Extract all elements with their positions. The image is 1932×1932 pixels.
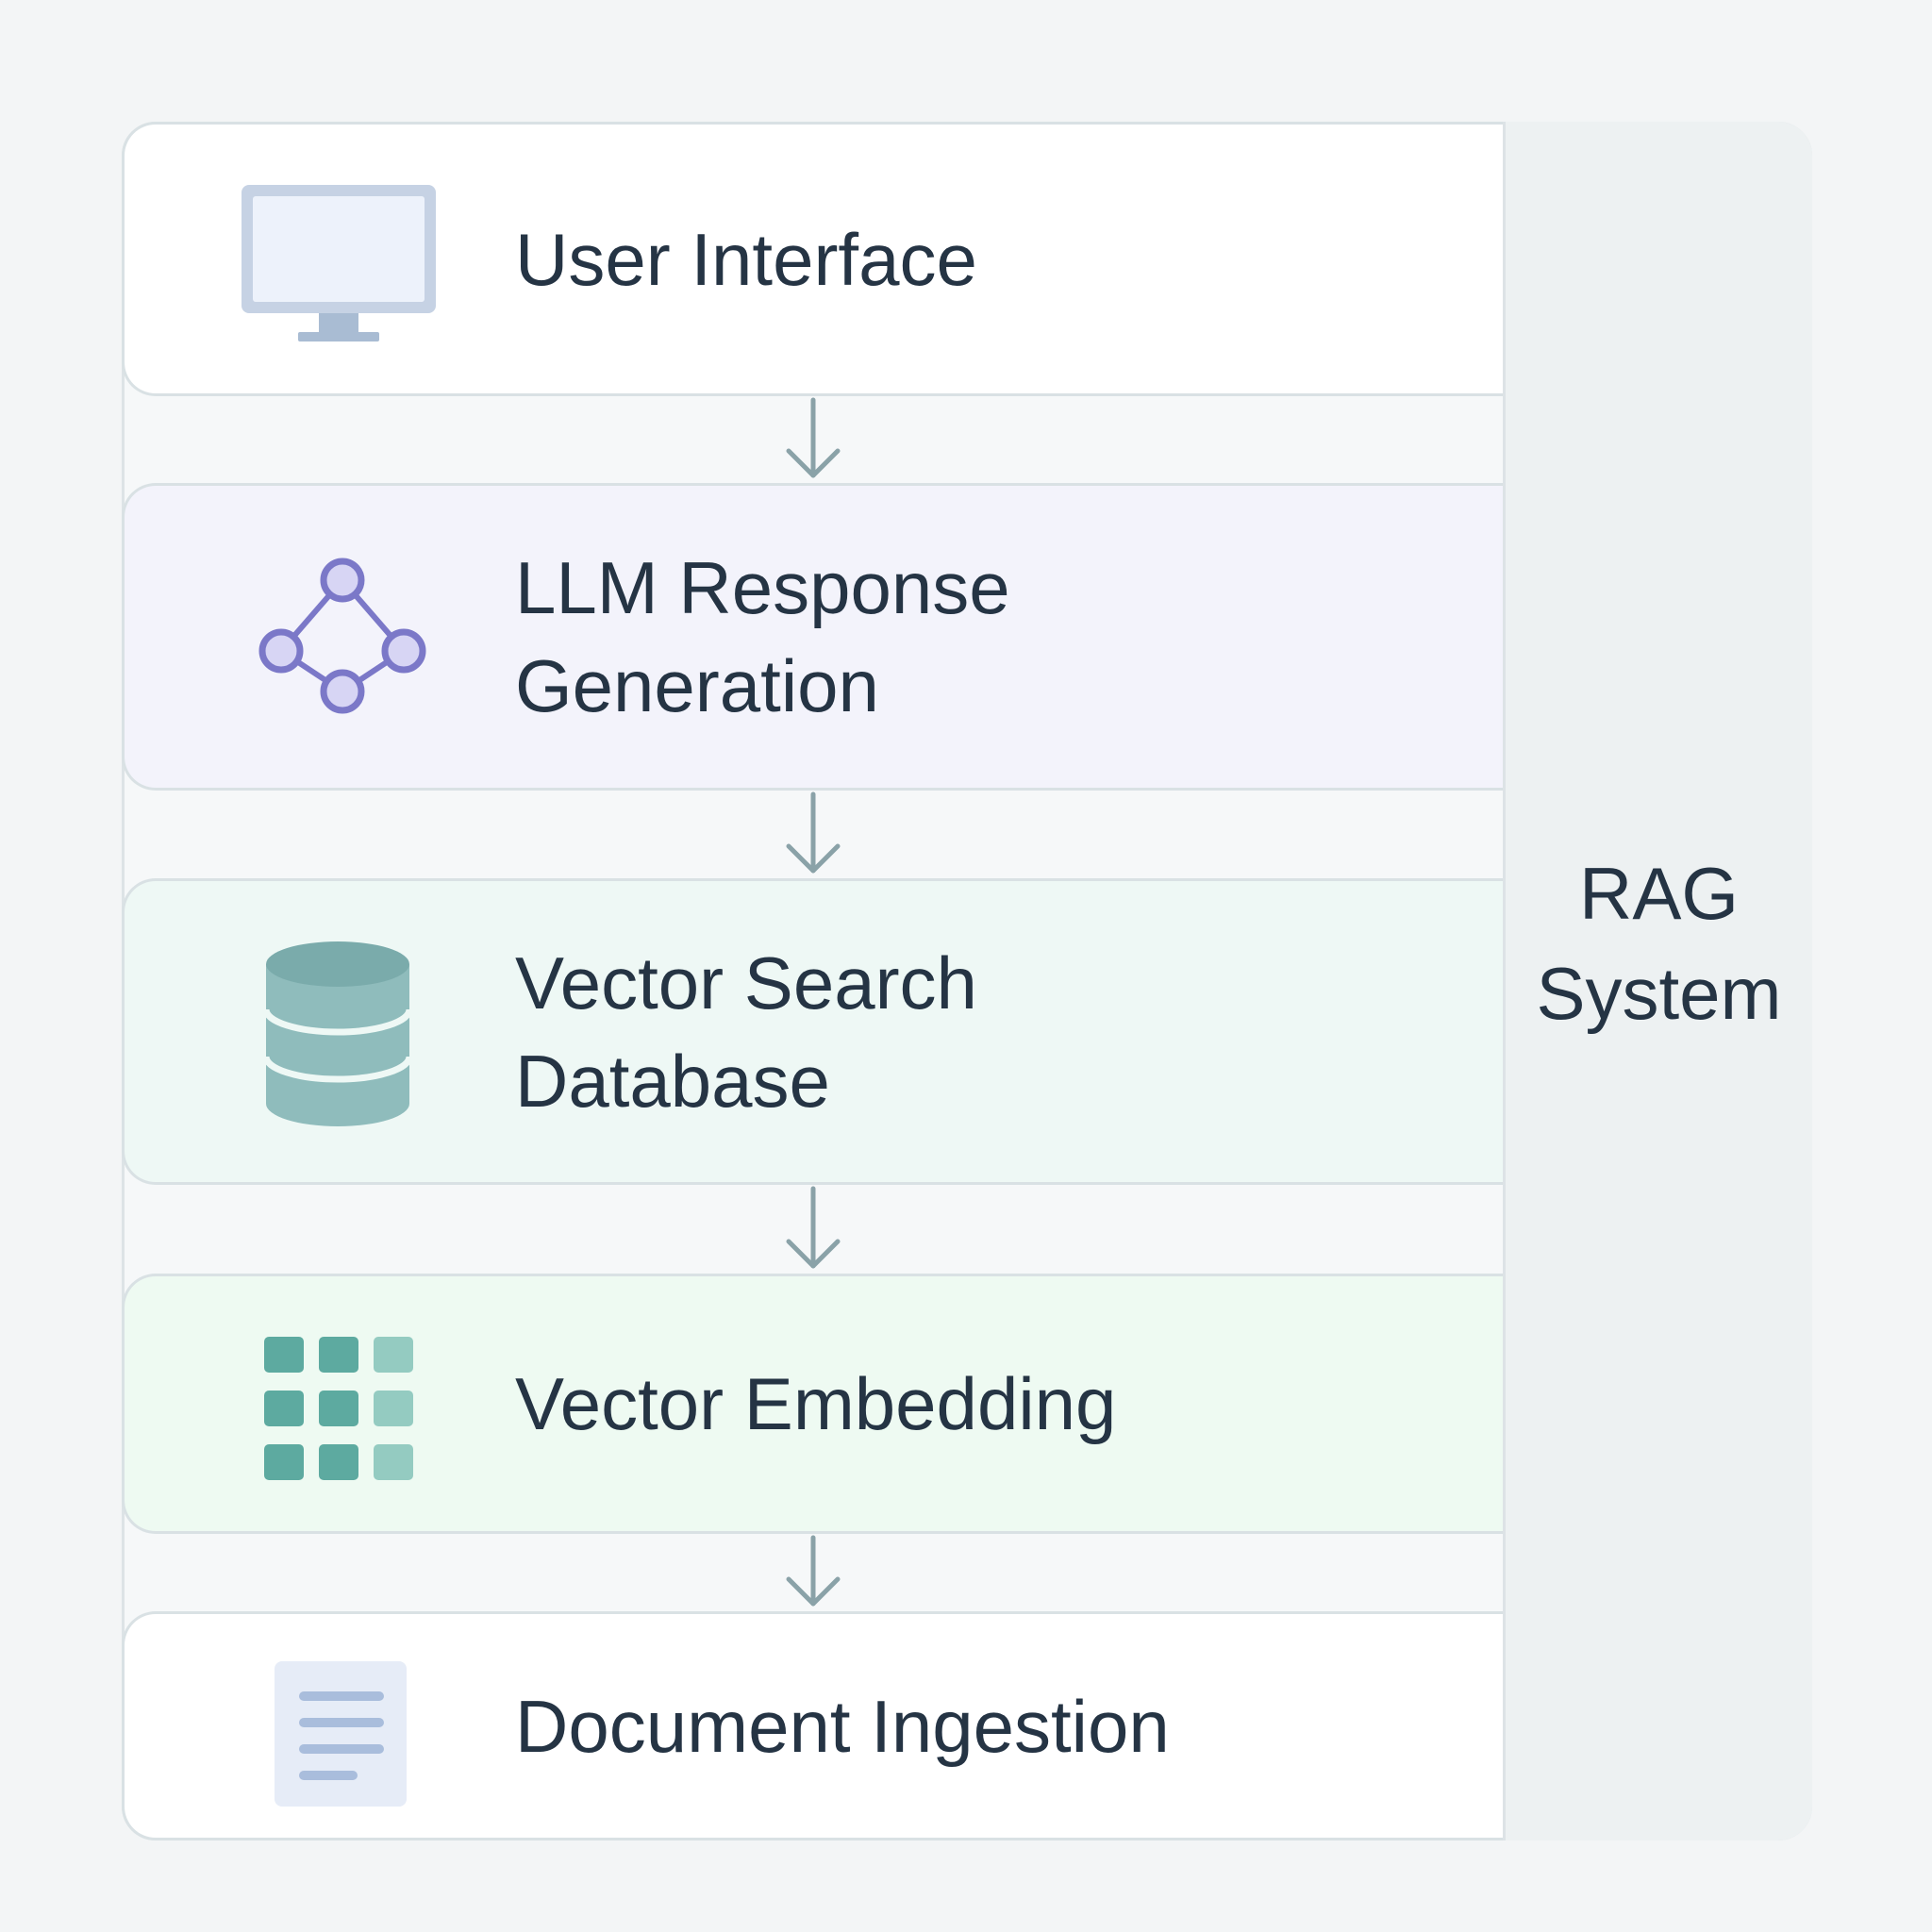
layer-llm-response-generation: LLM Response Generation (122, 483, 1503, 791)
rag-system-panel: RAG System (1503, 122, 1812, 1840)
layer-user-interface: User Interface (122, 122, 1503, 396)
rag-system-label-line1: RAG (1578, 852, 1740, 935)
rag-system-label-line2: System (1536, 952, 1782, 1035)
rag-system-label: RAG System (1536, 843, 1781, 1043)
layer-label-vector-search-database: Vector Search Database (515, 941, 977, 1123)
arrow-down-icon (786, 1535, 841, 1607)
document-icon (275, 1661, 407, 1807)
layer-document-ingestion: Document Ingestion (122, 1611, 1503, 1840)
layer-vector-search-database: Vector Search Database (122, 878, 1503, 1185)
network-nodes-icon (258, 558, 426, 714)
monitor-icon (242, 185, 436, 341)
arrow-down-icon (786, 1186, 841, 1269)
grid-icon (264, 1337, 413, 1480)
layer-label-user-interface: User Interface (515, 217, 977, 301)
arrow-down-icon (786, 791, 841, 874)
arrow-down-icon (786, 397, 841, 478)
layer-label-llm-response-generation: LLM Response Generation (515, 546, 1010, 727)
layer-label-document-ingestion: Document Ingestion (515, 1684, 1170, 1768)
layer-label-vector-embedding: Vector Embedding (515, 1362, 1117, 1445)
database-icon (262, 941, 413, 1126)
layer-vector-embedding: Vector Embedding (122, 1274, 1503, 1534)
